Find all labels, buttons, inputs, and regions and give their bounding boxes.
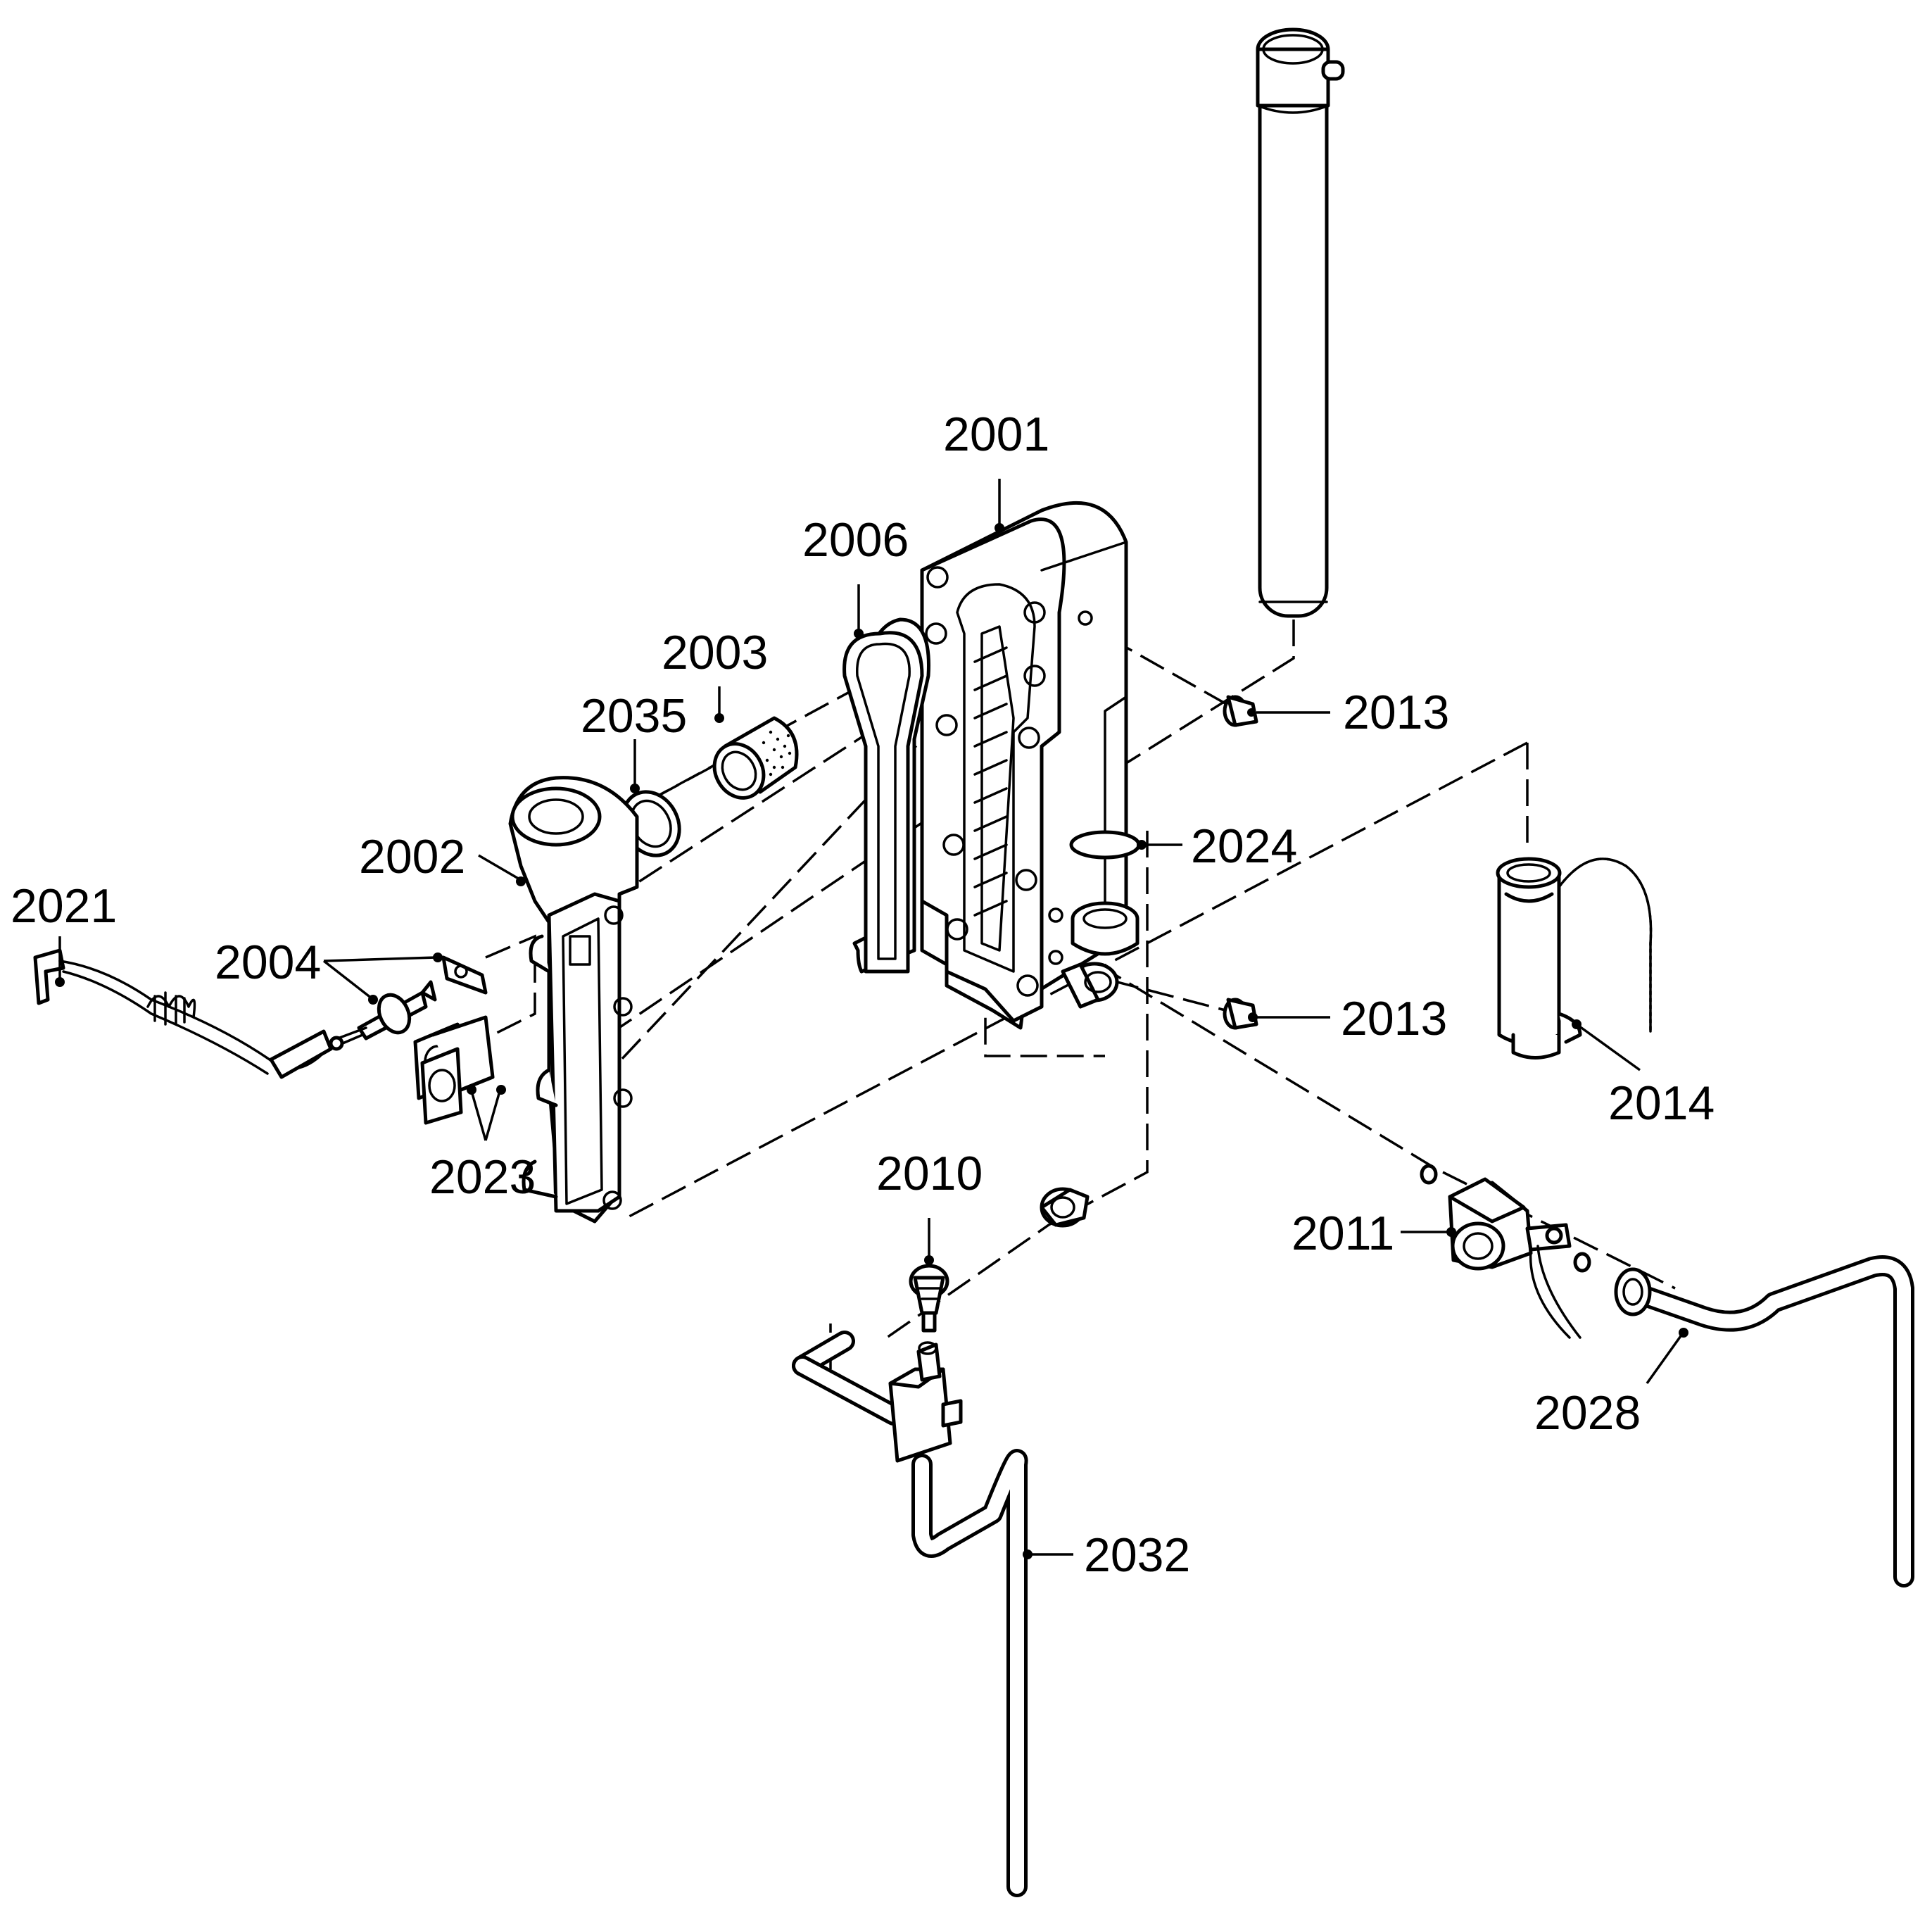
heat-exchanger-block (920, 501, 1139, 1030)
gasket-plates (413, 1015, 495, 1125)
callout-2021: 2021 (11, 879, 117, 933)
o-ring (1069, 830, 1141, 860)
callout-2023: 2023 (429, 1150, 536, 1204)
callout-2013-upper: 2013 (1343, 686, 1449, 739)
callout-2001: 2001 (943, 408, 1049, 461)
threaded-nut (1040, 1187, 1090, 1228)
callout-2024: 2024 (1191, 819, 1297, 873)
callout-2002: 2002 (359, 830, 465, 884)
vertical-flue-pipe (1256, 27, 1345, 618)
filter-sleeve (712, 716, 799, 800)
pressure-valve (909, 1264, 949, 1333)
bleed-screw-lower (1223, 998, 1258, 1030)
bleed-screw-upper (1223, 695, 1258, 727)
callout-2028: 2028 (1534, 1386, 1641, 1440)
pump-unit (1420, 1164, 1591, 1339)
callout-2035: 2035 (581, 689, 687, 743)
callout-2032: 2032 (1084, 1528, 1190, 1582)
callout-2014: 2014 (1608, 1076, 1715, 1130)
callout-2006: 2006 (802, 513, 909, 567)
electrode-assembly (329, 955, 488, 1051)
callout-2003: 2003 (662, 626, 768, 679)
flow-pipe (1614, 1255, 1914, 1588)
callout-2013-lower: 2013 (1341, 992, 1447, 1045)
gasket-loop (842, 617, 930, 974)
manifold-manifold (508, 776, 639, 1224)
siphon-trap (1496, 857, 1653, 1060)
callout-leaders (55, 479, 1688, 1559)
ignition-lead (33, 948, 333, 1079)
return-pipe-assembly (792, 1331, 1028, 1897)
callout-labels: 2001 2006 2003 2035 2002 2021 2004 2023 … (11, 408, 1715, 1582)
callout-2010: 2010 (876, 1147, 983, 1200)
callout-2004: 2004 (215, 936, 321, 989)
callout-2011: 2011 (1292, 1207, 1394, 1260)
